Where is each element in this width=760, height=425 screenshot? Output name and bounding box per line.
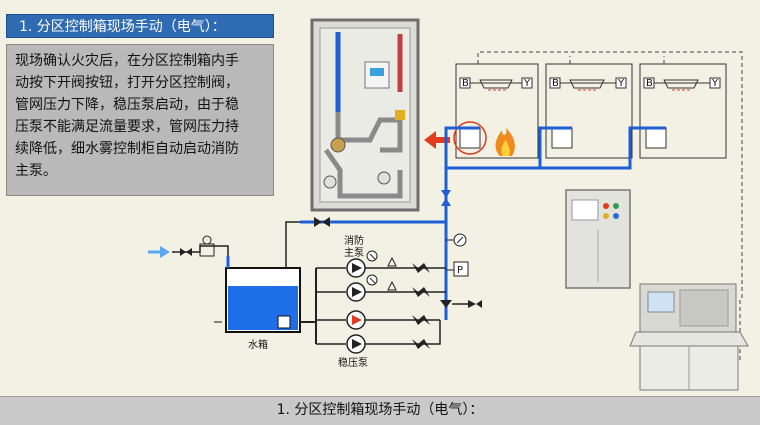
signal-lines <box>477 51 743 360</box>
check-valve-top <box>314 217 330 227</box>
fire-highlight-ring <box>453 121 487 155</box>
pump-gauges <box>366 250 378 286</box>
tank-bypass-pipe <box>285 221 300 268</box>
pump-discharge-lines <box>365 267 446 345</box>
nozzle-y-label: Y <box>711 78 719 89</box>
main-gate-valve <box>441 190 451 198</box>
pump-triangles <box>387 256 397 291</box>
riser-pressure-gauge <box>446 233 467 247</box>
fire-pump-label-line2: 主泵 <box>344 247 364 259</box>
description-line: 续降低，细水雾控制柜自动启动消防 <box>15 141 239 157</box>
section-title: 1. 分区控制箱现场手动（电气）： <box>6 14 274 38</box>
nozzle-y-label: Y <box>617 78 625 89</box>
protection-zones <box>455 63 727 159</box>
nozzle-b-label: B <box>462 78 469 89</box>
fire-pump-label-line1: 消防 <box>344 234 364 247</box>
footer-title: 1. 分区控制箱现场手动（电气）： <box>0 396 760 425</box>
nozzle-b-label: B <box>646 78 653 89</box>
fire-pump-rows <box>316 267 346 345</box>
main-pump-1 <box>346 258 366 278</box>
zone-valve-boxes <box>459 127 667 149</box>
nozzle-b-label: B <box>552 78 559 89</box>
jockey-pump-label: 稳压泵 <box>338 356 368 369</box>
water-inlet <box>148 235 229 260</box>
description-line: 管网压力下降，稳压泵启动，由于稳 <box>15 97 239 113</box>
pressure-switch-label: P <box>457 265 463 276</box>
description-box: 现场确认火灾后，在分区控制箱内手 动按下开阀按钮，打开分区控制阀， 管网压力下降… <box>6 44 274 196</box>
description-line: 压泵不能满足流量要求，管网压力持 <box>15 119 239 135</box>
jockey-pump-2 <box>346 334 366 354</box>
description-line: 主泵。 <box>15 163 57 179</box>
main-pump-2 <box>346 282 366 302</box>
fire-icon <box>495 128 515 156</box>
system-diagram: B Y B Y B Y <box>148 18 749 391</box>
nozzle-groups: B Y B Y B Y <box>459 77 721 91</box>
nozzle-y-label: Y <box>523 78 531 89</box>
description-line: 动按下开阀按钮，打开分区控制阀， <box>15 75 239 91</box>
zone-control-box <box>310 18 420 212</box>
water-tank <box>214 256 301 333</box>
discharge-check-valves <box>412 263 430 349</box>
suction-header <box>300 268 317 344</box>
pressure-switch <box>446 261 469 277</box>
fire-alarm-console <box>629 283 749 391</box>
relief-valve <box>440 300 482 308</box>
description-line: 现场确认火灾后，在分区控制箱内手 <box>15 53 239 69</box>
pointer-arrow <box>424 131 450 149</box>
jockey-pump-1 <box>346 310 366 330</box>
mist-control-cabinet <box>565 189 631 289</box>
water-tank-label: 水箱 <box>248 338 268 351</box>
